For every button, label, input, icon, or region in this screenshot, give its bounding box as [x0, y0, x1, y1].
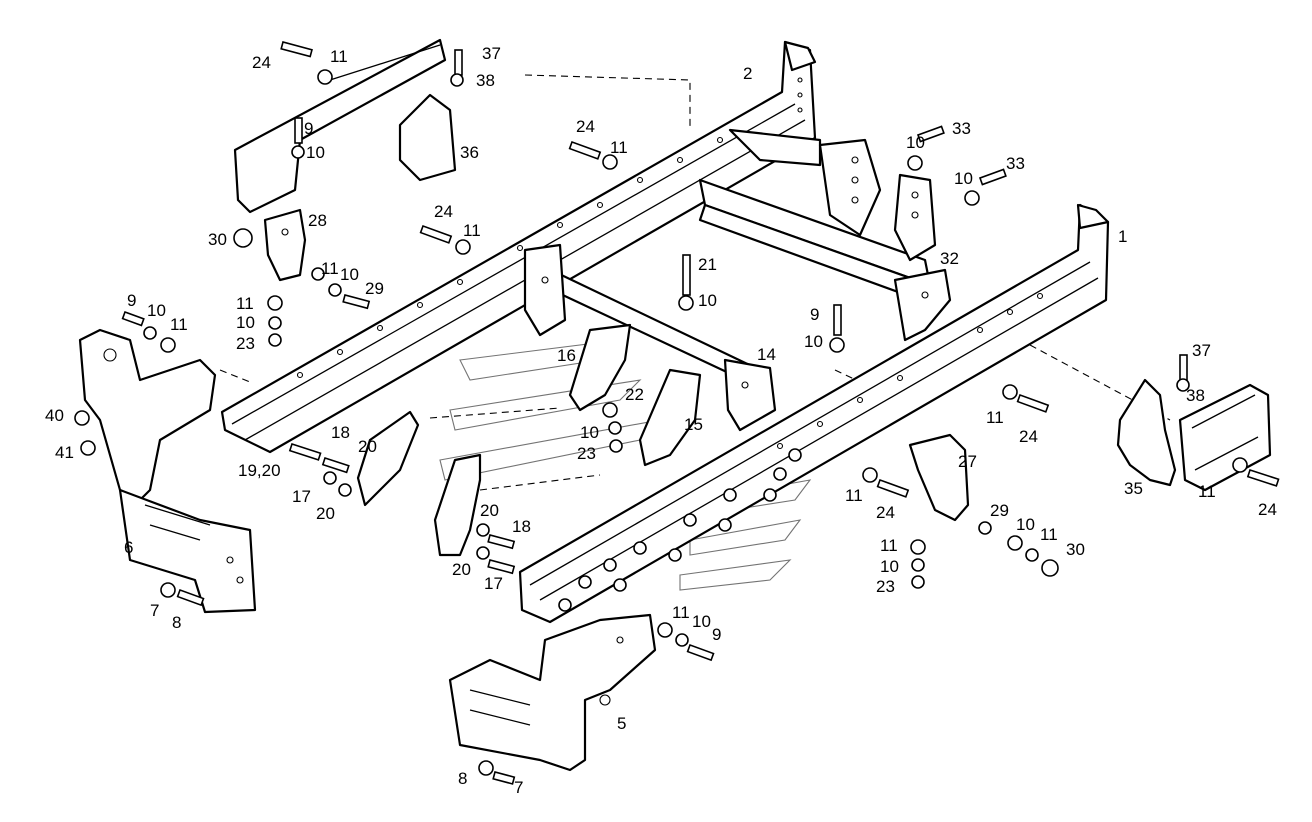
callout-label: 9 — [712, 625, 721, 644]
callout-label: 9 — [127, 291, 136, 310]
callout-label: 11 — [1198, 482, 1216, 501]
callout-label: 7 — [150, 601, 159, 620]
callout-label: 30 — [208, 230, 227, 249]
bracket-16 — [568, 323, 632, 412]
callout-label: 6 — [124, 538, 133, 557]
bracket-20-upper — [356, 410, 420, 507]
cross-member-rear — [698, 138, 937, 302]
bracket-5 — [448, 613, 657, 772]
callout-label: 23 — [577, 444, 596, 463]
callout-label: 7 — [514, 778, 523, 797]
callout-label: 20 — [452, 560, 471, 579]
frame-section-top — [233, 38, 457, 214]
callout-label: 1 — [1118, 227, 1127, 246]
callout-label: 18 — [331, 423, 350, 442]
callout-label: 2 — [743, 64, 752, 83]
callout-label: 9 — [810, 305, 819, 324]
callout-label: 24 — [252, 53, 271, 72]
callout-label: 10 — [340, 265, 359, 284]
callout-label: 10 — [804, 332, 823, 351]
callout-label: 8 — [458, 769, 467, 788]
callout-label: 11 — [845, 486, 863, 505]
frame-rail-right — [518, 203, 1110, 624]
callout-label: 10 — [906, 133, 925, 152]
callout-label: 36 — [460, 143, 479, 162]
callout-label: 10 — [236, 313, 255, 332]
callout-label: 11 — [170, 315, 188, 334]
callout-label: 38 — [1186, 386, 1205, 405]
callout-label: 10 — [306, 143, 325, 162]
callout-label: 33 — [1006, 154, 1025, 173]
callout-label: 41 — [55, 443, 74, 462]
callout-label: 23 — [876, 577, 895, 596]
fasteners — [74, 41, 1280, 785]
callout-labels: 24 11 37 38 2 9 10 36 24 11 10 33 10 33 … — [45, 44, 1277, 797]
callout-label: 28 — [308, 211, 327, 230]
callout-label: 15 — [684, 415, 703, 434]
callout-label: 18 — [512, 517, 531, 536]
bracket-20-lower — [433, 453, 482, 557]
bracket-27 — [908, 433, 970, 522]
callout-label: 33 — [952, 119, 971, 138]
callout-label: 30 — [1066, 540, 1085, 559]
callout-label: 17 — [292, 487, 311, 506]
callout-label: 10 — [580, 423, 599, 442]
bracket-28 — [263, 208, 307, 282]
callout-label: 11 — [321, 259, 339, 278]
callout-label: 14 — [757, 345, 776, 364]
bracket-15 — [638, 368, 702, 467]
callout-label: 11 — [880, 536, 898, 555]
callout-label: 17 — [484, 574, 503, 593]
cross-member-middle — [523, 243, 777, 432]
callout-label: 24 — [434, 202, 453, 221]
callout-label: 11 — [236, 294, 254, 313]
callout-label: 11 — [330, 47, 348, 66]
callout-label: 16 — [557, 346, 576, 365]
callout-label: 37 — [1192, 341, 1211, 360]
bracket-35 — [1116, 378, 1177, 487]
callout-label: 32 — [940, 249, 959, 268]
callout-label: 10 — [880, 557, 899, 576]
callout-label: 10 — [698, 291, 717, 310]
callout-label: 11 — [610, 138, 628, 157]
callout-label: 22 — [625, 385, 644, 404]
callout-label: 5 — [617, 714, 626, 733]
callout-label: 20 — [358, 437, 377, 456]
callout-label: 8 — [172, 613, 181, 632]
callout-label: 11 — [672, 603, 690, 622]
callout-label: 20 — [316, 504, 335, 523]
callout-label: 35 — [1124, 479, 1143, 498]
callout-label: 40 — [45, 406, 64, 425]
callout-label: 11 — [1040, 525, 1058, 544]
bracket-6 — [78, 328, 257, 614]
bracket-32 — [893, 268, 952, 342]
callout-label: 29 — [990, 501, 1009, 520]
callout-label: 24 — [576, 117, 595, 136]
callout-label: 29 — [365, 279, 384, 298]
callout-label: 37 — [482, 44, 501, 63]
callout-label: 10 — [147, 301, 166, 320]
callout-label: 19,20 — [238, 461, 281, 480]
callout-label: 24 — [1258, 500, 1277, 519]
callout-label: 27 — [958, 452, 977, 471]
callout-label: 23 — [236, 334, 255, 353]
callout-label: 11 — [463, 221, 481, 240]
callout-label: 10 — [1016, 515, 1035, 534]
frame-rail-left — [220, 40, 822, 454]
callout-label: 38 — [476, 71, 495, 90]
callout-label: 9 — [304, 119, 313, 138]
callout-label: 11 — [986, 408, 1004, 427]
callout-label: 21 — [698, 255, 717, 274]
callout-label: 24 — [1019, 427, 1038, 446]
callout-label: 10 — [954, 169, 973, 188]
callout-label: 10 — [692, 612, 711, 631]
callout-label: 20 — [480, 501, 499, 520]
callout-label: 24 — [876, 503, 895, 522]
